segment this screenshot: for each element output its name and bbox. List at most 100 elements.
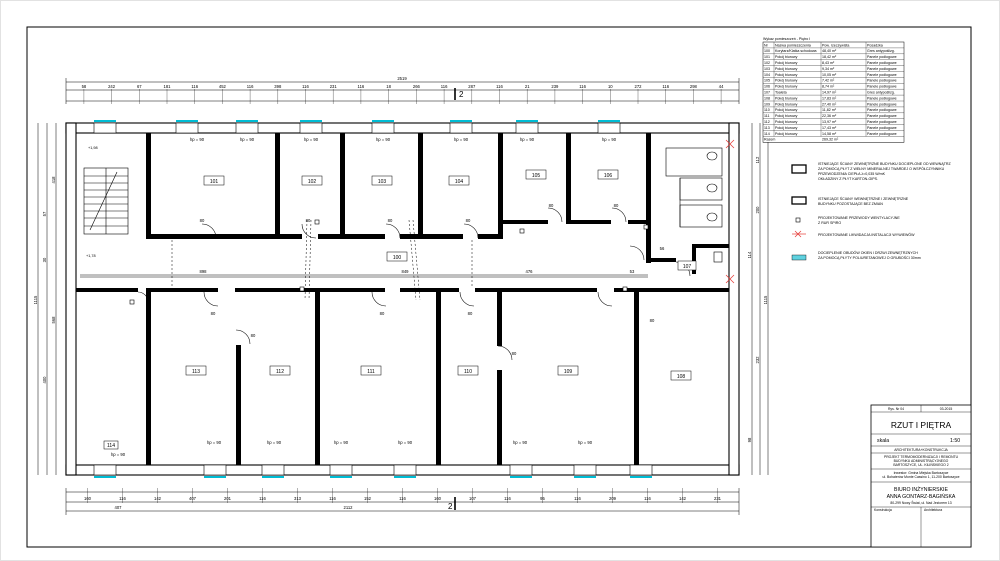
bottom-dimension-value: 142 xyxy=(154,496,162,501)
table-cell: Pokój biurowy xyxy=(775,67,798,71)
svg-text:hp = 90: hp = 90 xyxy=(376,137,391,142)
removed-exhaust-marks xyxy=(725,139,735,284)
branch-label: ARCHITEKTURA+KONSTRUKCJA xyxy=(894,448,948,452)
top-dimension-value: 116 xyxy=(358,84,365,89)
top-dimension-value: 287 xyxy=(468,84,476,89)
bottom-dimension-value: 142 xyxy=(679,496,687,501)
svg-text:200: 200 xyxy=(755,206,760,214)
table-cell: 18,42 m² xyxy=(822,55,837,59)
svg-text:898: 898 xyxy=(200,269,208,274)
window-tags-bottom: hp = 90 hp = 90 hp = 90 hp = 90 hp = 90 … xyxy=(111,440,593,457)
table-cell: 14,97 m² xyxy=(822,91,837,95)
level-mark-bottom: +1,78 xyxy=(86,254,96,258)
table-cell: 113 xyxy=(764,126,770,130)
table-cell: 102 xyxy=(764,61,770,65)
staircase xyxy=(83,167,129,235)
svg-text:476: 476 xyxy=(526,269,534,274)
top-dimension-value: 116 xyxy=(302,84,309,89)
table-total-value: 269,32 m² xyxy=(822,138,839,142)
top-window-marks xyxy=(94,120,620,122)
table-cell: 13,97 m² xyxy=(822,120,837,124)
bottom-total-main: 2112 xyxy=(343,505,353,510)
table-cell: 7,42 m² xyxy=(822,79,835,83)
bottom-window-marks xyxy=(94,476,652,478)
legend-text-2a: ISTNIEJĄCE ŚCIANY WEWNĘTRZNE I ZEWNĘTRZN… xyxy=(818,196,909,201)
table-cell: 10,05 m² xyxy=(822,73,837,77)
room-105-label: 105 xyxy=(532,173,541,179)
svg-text:1115: 1115 xyxy=(763,295,768,304)
svg-text:hp = 90: hp = 90 xyxy=(454,137,469,142)
svg-text:57: 57 xyxy=(42,211,47,216)
svg-text:hp = 90: hp = 90 xyxy=(207,440,222,445)
room-106-label: 106 xyxy=(604,173,613,179)
investor-line-1: Inwestor: Gmina Miejska Bartoszyce xyxy=(894,471,949,475)
svg-text:hp = 90: hp = 90 xyxy=(111,452,126,457)
table-cell: 22,36 m² xyxy=(822,114,837,118)
table-cell: 110 xyxy=(764,108,770,112)
svg-text:56: 56 xyxy=(660,246,665,251)
legend-text-1a: ISTNIEJĄCE ŚCIANY ZEWNĘTRZNE BUDYNKU DOC… xyxy=(818,161,952,166)
svg-text:hp = 90: hp = 90 xyxy=(398,440,413,445)
footer-left-label: Konstrukcja xyxy=(874,508,892,512)
drawing-title: RZUT I PIĘTRA xyxy=(891,420,952,430)
table-cell: Pokój biurowy xyxy=(775,120,798,124)
top-dimension-value: 266 xyxy=(413,84,421,89)
table-cell: 17,83 m² xyxy=(822,96,837,100)
exterior-wall-left xyxy=(65,122,77,476)
table-cell: Pokój biurowy xyxy=(775,102,798,106)
legend: ISTNIEJĄCE ŚCIANY ZEWNĘTRZNE BUDYNKU DOC… xyxy=(791,161,952,261)
svg-text:80: 80 xyxy=(466,218,471,223)
bottom-dimension-value: 313 xyxy=(294,496,302,501)
dimension-lines-top xyxy=(65,78,740,104)
table-cell: Pokój biurowy xyxy=(775,55,798,59)
legend-text-5b: ZA POMOCĄ PŁYTY POLIURETANOWEJ O GRUBOŚC… xyxy=(818,255,921,260)
table-cell: Panele podłogowe xyxy=(867,61,897,65)
svg-text:hp = 90: hp = 90 xyxy=(190,137,205,142)
legend-swatch-insulated-wall xyxy=(791,164,807,174)
table-cell: Panele podłogowe xyxy=(867,85,897,89)
table-cell: Toaleta xyxy=(775,91,787,95)
bottom-dimension-value: 407 xyxy=(189,496,197,501)
top-dimension-value: 452 xyxy=(219,84,227,89)
table-cell: Panele podłogowe xyxy=(867,79,897,83)
project-line-2: BUDYNKU ADMINISTRACYJNEGO xyxy=(894,459,949,463)
dimension-lines-left xyxy=(37,123,57,475)
legend-text-1c: PRZEWODZENIA CIEPŁA λ=0,035 W/mK xyxy=(818,172,886,176)
table-cell: Pokój biurowy xyxy=(775,61,798,65)
table-cell: Pokój biurowy xyxy=(775,132,798,136)
table-header-cell: Nr xyxy=(764,43,769,47)
table-total-label: Razem xyxy=(764,138,775,142)
room-100-label: 100 xyxy=(393,255,402,261)
bottom-dimension-value: 107 xyxy=(469,496,477,501)
table-cell: 114 xyxy=(764,132,770,136)
table-cell: Panele podłogowe xyxy=(867,120,897,124)
svg-text:80: 80 xyxy=(614,203,619,208)
top-windows xyxy=(93,122,621,134)
svg-text:80: 80 xyxy=(200,218,205,223)
svg-text:hp = 90: hp = 90 xyxy=(513,440,528,445)
svg-text:418: 418 xyxy=(51,176,56,184)
legend-swatch-vent-duct xyxy=(795,217,801,223)
scale-label: skala xyxy=(877,438,889,444)
table-cell: Panele podłogowe xyxy=(867,132,897,136)
svg-text:400: 400 xyxy=(42,376,47,384)
svg-text:53: 53 xyxy=(630,269,635,274)
top-dimension-value: 67 xyxy=(137,84,142,89)
svg-text:2: 2 xyxy=(459,90,464,99)
table-header-cell: Nazwa pomieszczenia xyxy=(775,43,811,47)
table-header-cell: Posadzka xyxy=(867,43,883,47)
room-107-label: 107 xyxy=(683,264,692,270)
room-114-label: 114 xyxy=(107,443,115,449)
dimension-lines-right xyxy=(751,123,769,475)
bottom-dimension-value: 95 xyxy=(540,496,545,501)
table-cell: 106 xyxy=(764,85,770,89)
door-swings xyxy=(137,207,691,361)
bottom-dimension-value: 116 xyxy=(644,496,651,501)
bottom-dimension-value: 231 xyxy=(714,496,722,501)
table-cell: 9,34 m² xyxy=(822,67,835,71)
table-cell: Gres antypoślizg. xyxy=(867,49,895,53)
